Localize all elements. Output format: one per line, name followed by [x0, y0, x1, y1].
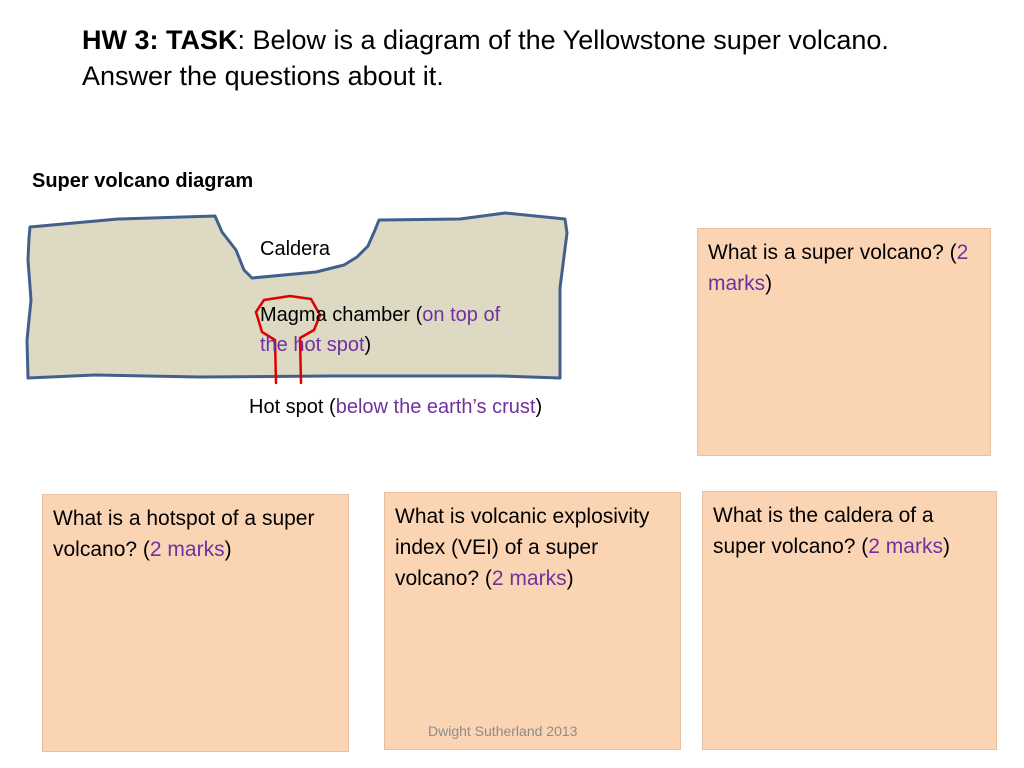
- answer-box-super-volcano[interactable]: What is a super volcano? (2 marks): [697, 228, 991, 456]
- hot-spot-note: below the earth’s crust: [335, 396, 536, 418]
- answer-box-hotspot[interactable]: What is a hotspot of a super volcano? (2…: [42, 494, 349, 752]
- diagram-heading: Super volcano diagram: [32, 170, 254, 192]
- title-bold: HW 3: TASK: [82, 25, 238, 55]
- answer-box-caldera[interactable]: What is the caldera of a super volcano? …: [702, 491, 997, 750]
- magma-chamber-label: Magma chamber (on top of the hot spot): [260, 304, 501, 356]
- magma-chamber-note: on top of the hot spot: [260, 304, 501, 356]
- marks-label: 2 marks: [491, 567, 567, 590]
- page-title: HW 3: TASK: Below is a diagram of the Ye…: [82, 22, 982, 94]
- caldera-label: Caldera: [260, 238, 331, 260]
- footer-credit: Dwight Sutherland 2013: [428, 723, 578, 739]
- earth-crust-shape: [25, 211, 569, 380]
- hot-spot-label: Hot spot (below the earth’s crust): [249, 396, 543, 418]
- marks-label: 2 marks: [149, 538, 225, 561]
- marks-label: 2 marks: [708, 241, 969, 295]
- title-rest: : Below is a diagram of the Yellowstone …: [82, 25, 889, 91]
- answer-box-vei[interactable]: What is volcanic explosivity index (VEI)…: [384, 492, 681, 750]
- magma-chamber-outline: [254, 294, 322, 385]
- marks-label: 2 marks: [868, 535, 943, 558]
